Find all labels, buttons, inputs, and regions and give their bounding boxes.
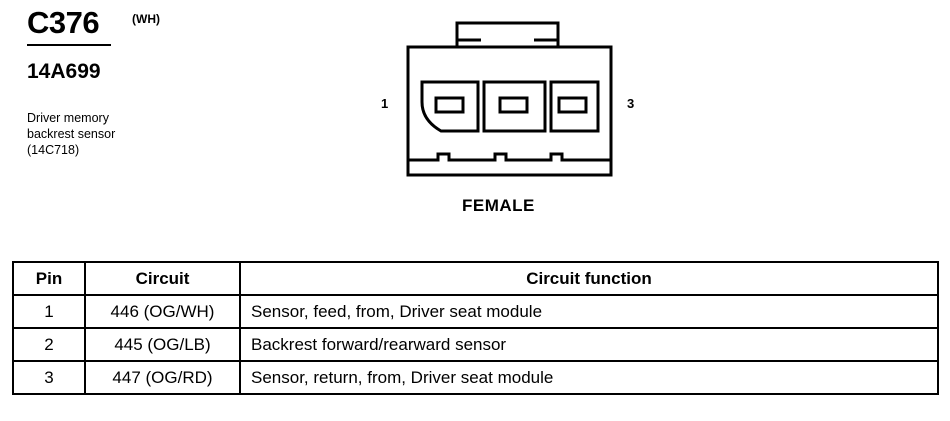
circuit-number: 446 (OG/WH) <box>84 294 241 329</box>
description-line: Driver memory <box>27 111 109 125</box>
table-row: 2 445 (OG/LB) Backrest forward/rearward … <box>12 327 939 362</box>
table-header-row: Pin Circuit Circuit function <box>12 261 939 296</box>
connector-housing <box>406 45 613 177</box>
connector-id: C376 <box>27 5 100 40</box>
header-pin: Pin <box>12 261 86 296</box>
circuit-function: Sensor, feed, from, Driver seat module <box>239 294 939 329</box>
table-row: 1 446 (OG/WH) Sensor, feed, from, Driver… <box>12 294 939 329</box>
circuit-number: 447 (OG/RD) <box>84 360 241 395</box>
terminal-cavity-2 <box>482 80 547 133</box>
terminal-slot-3 <box>557 96 588 114</box>
connector-bottom-ribs <box>408 152 611 162</box>
circuit-number: 445 (OG/LB) <box>84 327 241 362</box>
connector-latch-step-left <box>455 38 481 47</box>
pin-table: Pin Circuit Circuit function 1 446 (OG/W… <box>12 261 939 395</box>
part-number: 14A699 <box>27 60 101 83</box>
header-circuit: Circuit <box>84 261 241 296</box>
terminal-cavity-1 <box>420 80 480 133</box>
terminal-slot-1 <box>434 96 465 114</box>
terminal-cavity-3 <box>549 80 600 133</box>
connector-gender-label: FEMALE <box>462 196 535 215</box>
pin-number: 2 <box>12 327 86 362</box>
header-circuit-function: Circuit function <box>239 261 939 296</box>
circuit-function: Sensor, return, from, Driver seat module <box>239 360 939 395</box>
connector-id-underline <box>27 44 111 46</box>
pin-label-left: 1 <box>381 96 389 111</box>
terminal-slot-2 <box>498 96 529 114</box>
pin-label-right: 3 <box>627 96 635 111</box>
description-line: backrest sensor <box>27 127 116 141</box>
table-row: 3 447 (OG/RD) Sensor, return, from, Driv… <box>12 360 939 395</box>
component-description: Driver memory backrest sensor (14C718) <box>27 110 115 158</box>
color-code: (WH) <box>132 12 160 26</box>
circuit-function: Backrest forward/rearward sensor <box>239 327 939 362</box>
pin-number: 1 <box>12 294 86 329</box>
connector-latch <box>455 21 560 47</box>
description-line: (14C718) <box>27 143 80 157</box>
pin-number: 3 <box>12 360 86 395</box>
connector-face-drawing <box>406 21 613 177</box>
connector-latch-step-right <box>534 38 560 47</box>
